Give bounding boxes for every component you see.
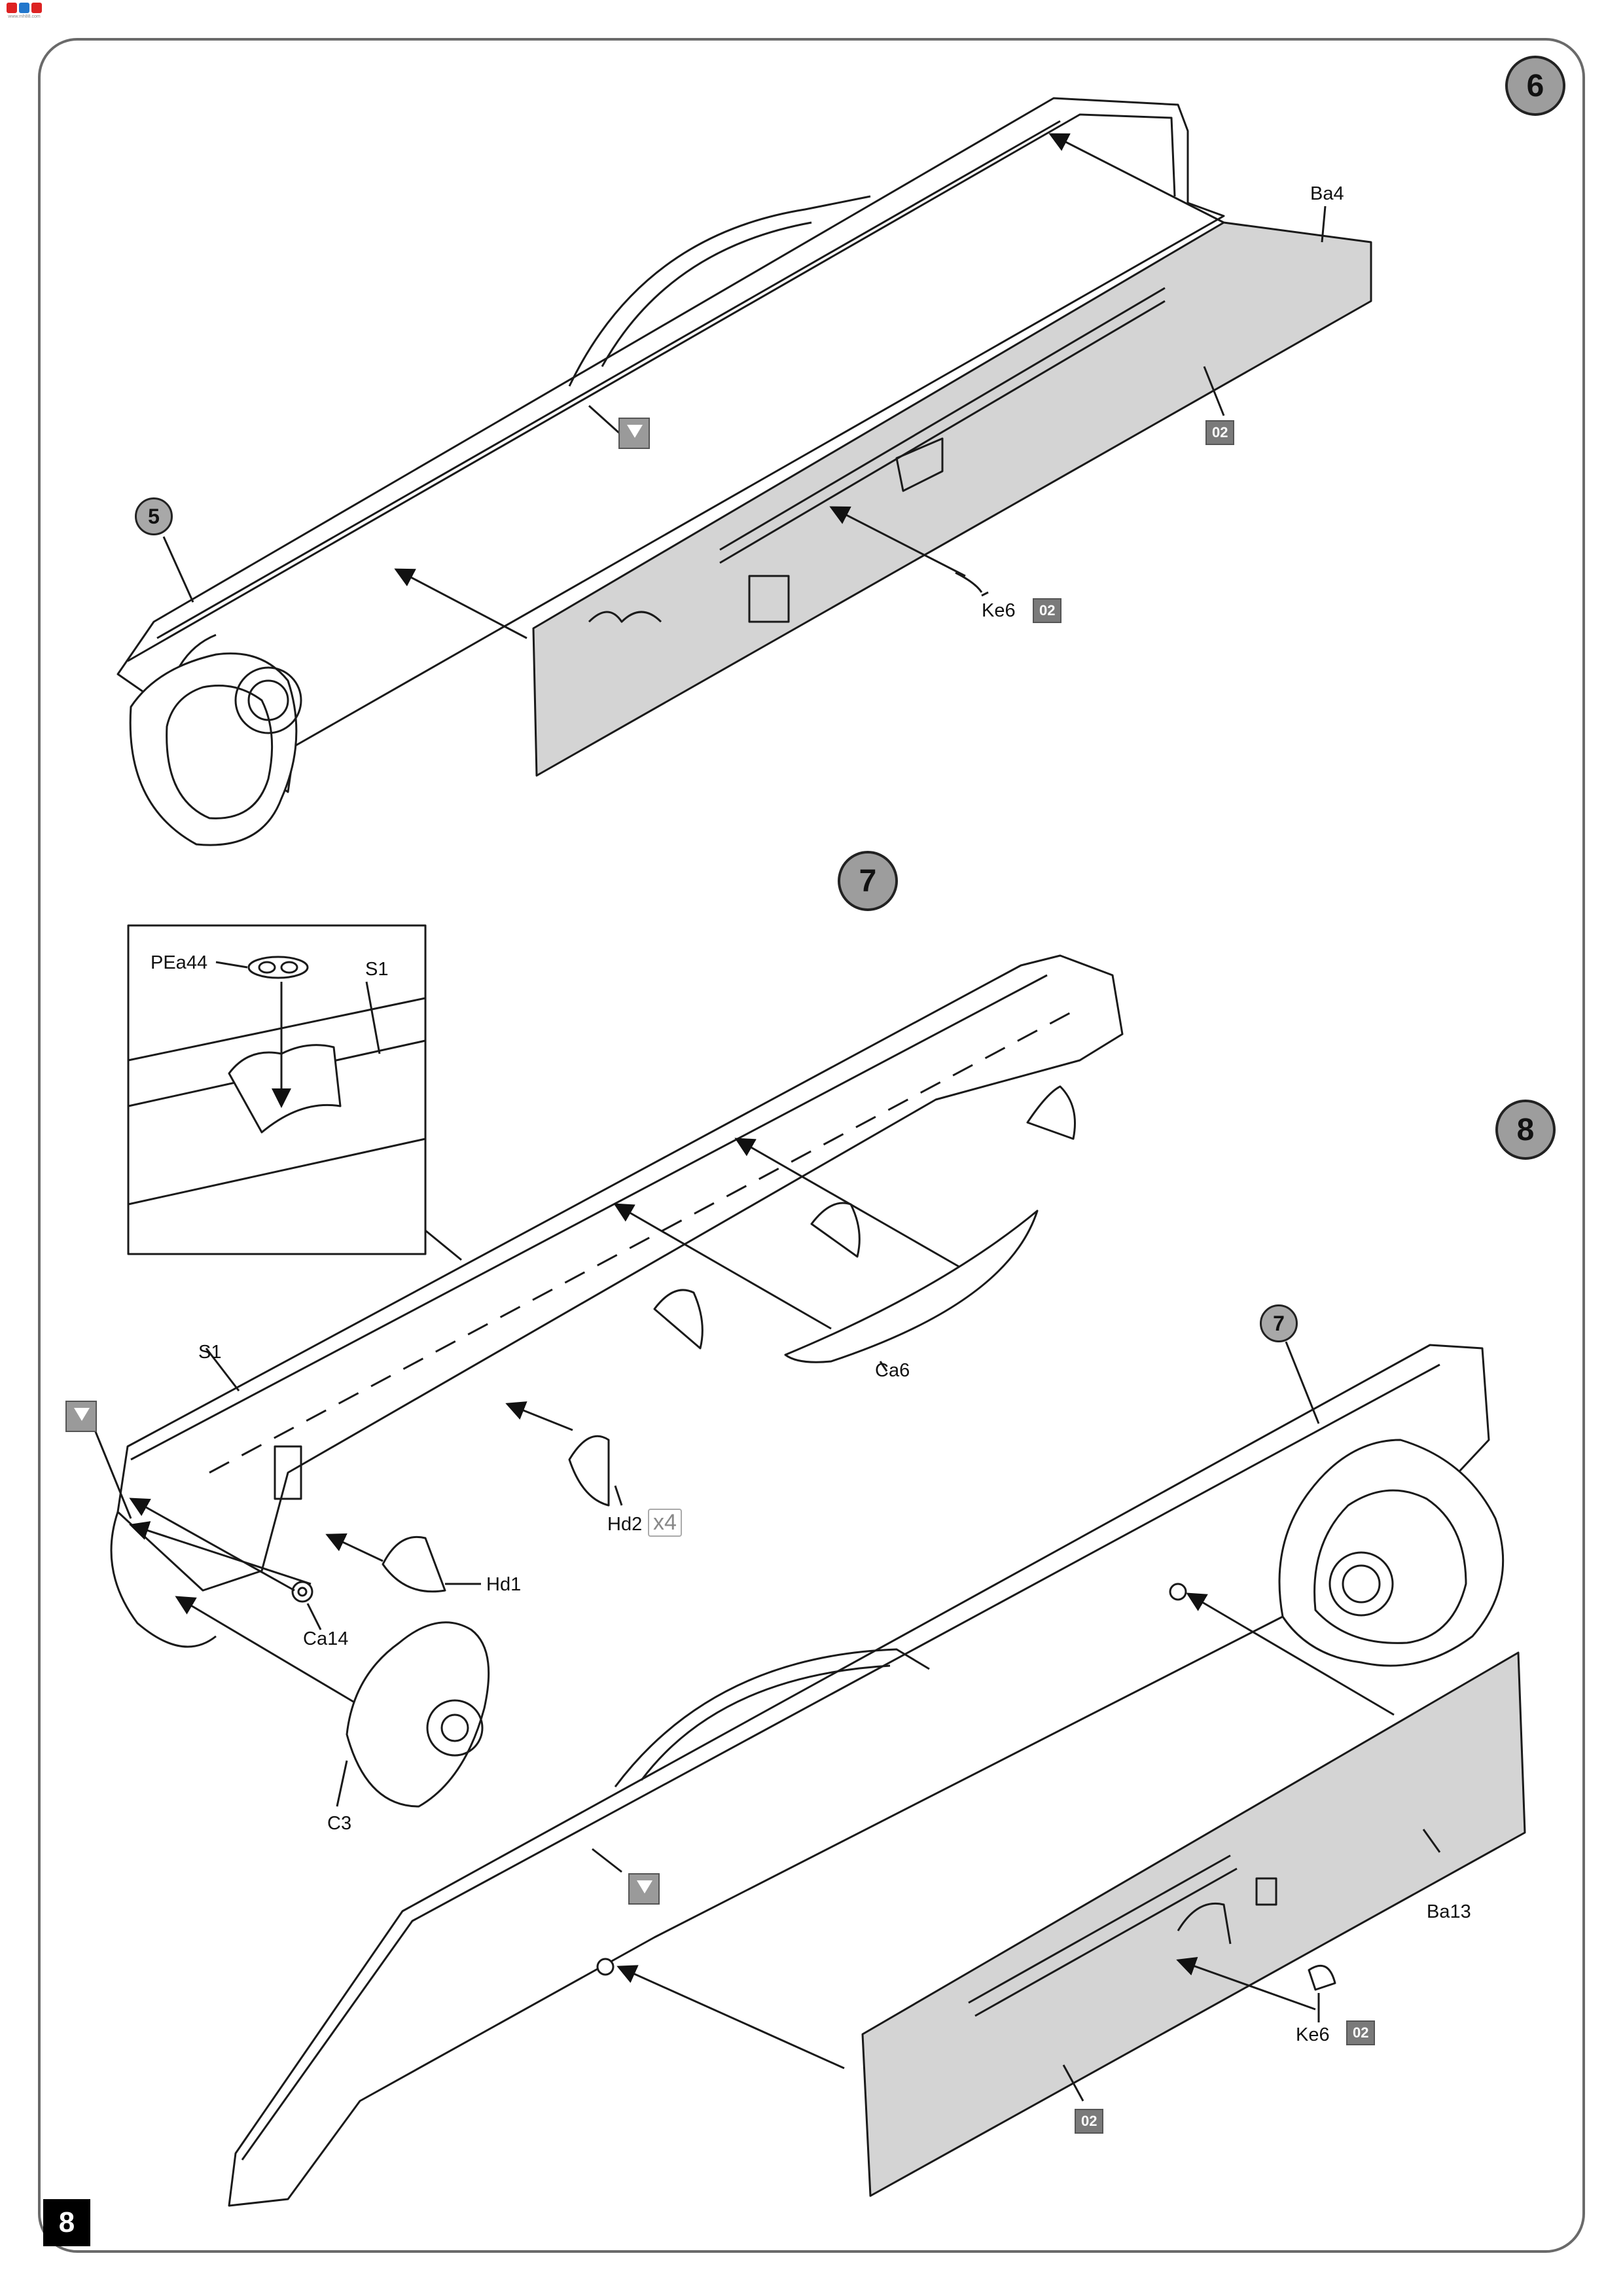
step8-panel-ba13 — [861, 1651, 1526, 2197]
page-number: 8 — [43, 2199, 90, 2246]
flip-arrow-icon — [65, 1401, 97, 1432]
part-label-ca6: Ca6 — [875, 1360, 910, 1381]
badge-02-step8-ke6: 02 — [1346, 2020, 1376, 2045]
step6-ke6-part — [955, 571, 983, 593]
quantity-hd2: x4 — [648, 1509, 682, 1537]
step7-hull-side — [110, 954, 1124, 1648]
badge-02-step8-panel: 02 — [1075, 2109, 1104, 2134]
step6-arrow-lower — [394, 568, 527, 639]
step6-arrow-ke6 — [829, 506, 966, 577]
part-label-hd1: Hd1 — [486, 1574, 522, 1595]
logo-text: www.mh88.com — [8, 14, 41, 19]
ref-step-5-circle: 5 — [135, 497, 173, 535]
flip-arrow-icon — [628, 1873, 660, 1905]
step8-hull-side — [228, 1344, 1490, 2207]
step-8-circle: 8 — [1495, 1100, 1556, 1160]
step6-lever-line — [588, 404, 623, 437]
part-label-pea44: PEa44 — [151, 952, 208, 973]
step7-part-c3 — [346, 1621, 490, 1808]
logo-mark-icon — [7, 3, 42, 13]
part-label-hd2: Hd2 — [607, 1514, 643, 1535]
step6-panel-ba4 — [532, 221, 1372, 777]
step8-wheel-housing — [1278, 1439, 1505, 1667]
badge-02-step6-panel: 02 — [1205, 420, 1235, 445]
flip-arrow-icon — [618, 418, 650, 449]
part-label-ca14: Ca14 — [303, 1628, 349, 1649]
part-label-ke6-step6: Ke6 — [982, 600, 1016, 621]
step7-part-ca14 — [291, 1581, 313, 1603]
site-logo: www.mh88.com — [7, 3, 42, 19]
step6-wheel-housing — [129, 652, 302, 846]
part-label-ba4: Ba4 — [1310, 183, 1344, 204]
step7-detail-inset — [127, 924, 462, 1261]
part-label-c3: C3 — [327, 1813, 352, 1834]
part-label-ba13: Ba13 — [1427, 1901, 1471, 1922]
part-label-s1-inset: S1 — [365, 959, 389, 980]
step-6-circle: 6 — [1505, 56, 1565, 116]
step6-arrow-upper — [1048, 133, 1224, 224]
part-label-s1: S1 — [198, 1342, 222, 1363]
step7-parts-hd — [382, 1435, 610, 1593]
step7-part-ca6 — [784, 1210, 1039, 1363]
ref-step-7-circle: 7 — [1260, 1304, 1298, 1342]
badge-02-step6-ke6: 02 — [1033, 598, 1062, 623]
page-frame — [38, 38, 1585, 2253]
part-label-ke6-step8: Ke6 — [1296, 2024, 1330, 2045]
step-7-circle: 7 — [838, 851, 898, 911]
